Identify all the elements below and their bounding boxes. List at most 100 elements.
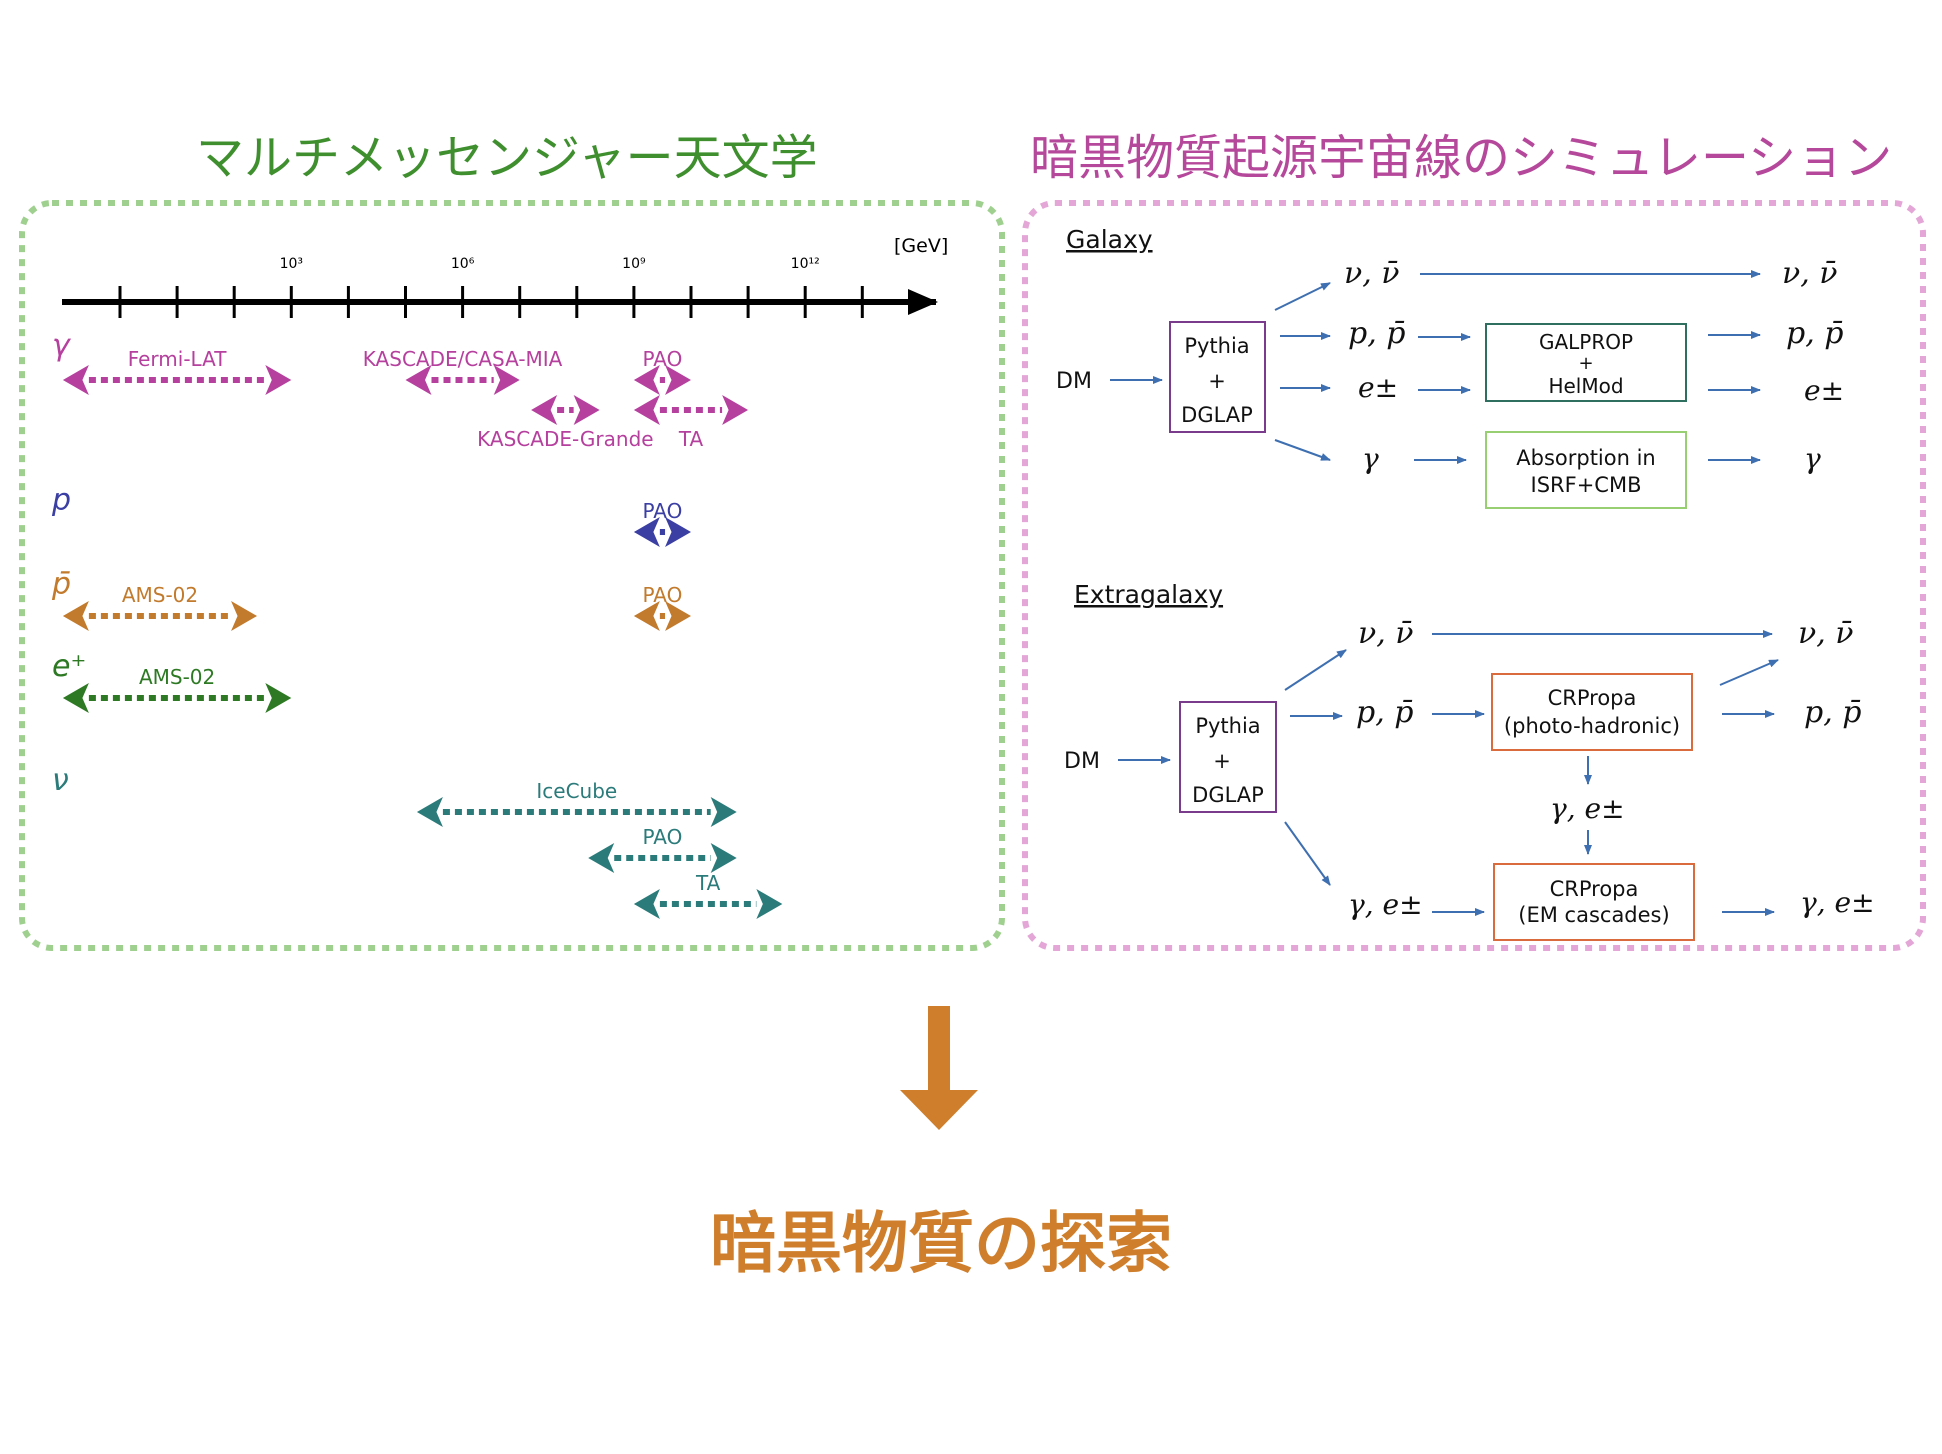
galaxy-arrow-to-nu (1274, 282, 1331, 311)
experiment-arrowhead-left (633, 517, 660, 547)
experiment-arrowhead-left (633, 365, 660, 395)
experiment-arrowhead-right (231, 601, 258, 631)
galaxy-heading: Galaxy (1066, 225, 1153, 254)
experiment-range: PAO (633, 347, 691, 395)
extragalaxy-nu-label: ν, ν̄ (1358, 616, 1414, 651)
galaxy-gamma-label: γ (1362, 442, 1379, 475)
extragalaxy-pythia-box (1179, 701, 1277, 813)
experiment-range: IceCube (416, 779, 737, 827)
galaxy-out-e-label: e± (1804, 374, 1844, 407)
experiment-label: KASCADE-Grande (477, 427, 653, 451)
experiment-label: AMS-02 (139, 665, 215, 689)
particle-symbol-positron: e⁺ (52, 649, 86, 684)
galaxy-out-gamma-label: γ (1804, 442, 1821, 475)
crpropa-em-line2: (EM cascades) (1518, 903, 1669, 927)
experiment-range: AMS-02 (62, 665, 292, 713)
experiment-range: AMS-02 (62, 583, 258, 631)
extragalaxy-diagram: Extragalaxy DM Pythia + DGLAP ν, ν̄ p, p… (1064, 580, 1875, 941)
particle-symbol-neutrino: ν (52, 763, 69, 798)
crpropa-photohadronic-line2: (photo-hadronic) (1504, 714, 1680, 738)
experiment-arrowhead-right (573, 395, 600, 425)
experiment-label: KASCADE/CASA-MIA (363, 347, 563, 371)
extragalaxy-out-nu-label: ν, ν̄ (1798, 616, 1854, 651)
galaxy-out-nu-label: ν, ν̄ (1782, 256, 1838, 291)
extragalaxy-p-label: p, p̄ (1356, 695, 1413, 730)
galaxy-nu-label: ν, ν̄ (1344, 256, 1400, 291)
experiment-arrowhead-right (710, 843, 737, 873)
experiment-arrowhead-right (665, 517, 691, 547)
experiment-arrowhead-right (493, 365, 520, 395)
experiment-arrowhead-right (265, 683, 292, 713)
absorption-box (1485, 431, 1687, 509)
extragalaxy-arrow-to-nu (1284, 649, 1347, 691)
axis-tick-label: 10⁶ (451, 256, 475, 272)
experiment-arrowhead-left (588, 843, 615, 873)
galaxy-dm-label: DM (1056, 369, 1092, 394)
axis-unit-label: [GeV] (894, 235, 948, 257)
experiment-range: PAO (633, 499, 691, 547)
experiment-range: TA (633, 395, 749, 451)
experiment-arrowhead-left (416, 797, 443, 827)
experiment-arrowhead-left (633, 889, 660, 919)
left-panel-border (19, 200, 1005, 951)
crpropa-photohadronic-line1: CRPropa (1548, 686, 1637, 710)
experiment-label: TA (678, 427, 704, 451)
extragalaxy-heading: Extragalaxy (1074, 580, 1223, 609)
experiment-label: AMS-02 (122, 583, 198, 607)
experiment-range: PAO (588, 825, 737, 873)
extragalaxy-out-gamma-e-label: γ, e± (1800, 886, 1875, 919)
particle-labels: γpp̄e⁺ν (51, 328, 86, 798)
crpropa-photohadronic-box (1491, 673, 1693, 751)
experiment-label: PAO (643, 825, 683, 849)
extragalaxy-gamma-e-label: γ, e± (1348, 888, 1423, 921)
extragalaxy-pythia-line1: Pythia (1195, 714, 1260, 738)
absorption-line1: Absorption in (1516, 446, 1656, 470)
experiment-arrowhead-left (633, 601, 660, 631)
left-title: マルチメッセンジャー天文学 (196, 130, 818, 186)
experiment-range: TA (633, 871, 783, 919)
extragalaxy-dm-label: DM (1064, 749, 1100, 774)
galaxy-pythia-line1: Pythia (1184, 334, 1249, 358)
experiment-arrowhead-left (62, 365, 89, 395)
extragalaxy-pythia-line2: + (1213, 749, 1231, 773)
experiment-range: KASCADE-Grande (477, 395, 654, 451)
experiment-label: PAO (643, 583, 683, 607)
experiment-arrowhead-right (665, 601, 691, 631)
experiment-arrowhead-left (633, 395, 660, 425)
right-title: 暗黒物質起源宇宙線のシミュレーション (1030, 130, 1893, 186)
experiment-label: TA (695, 871, 721, 895)
experiment-range: PAO (633, 583, 691, 631)
experiment-label: PAO (643, 347, 683, 371)
experiment-arrowhead-left (62, 601, 89, 631)
big-down-arrow (900, 1006, 978, 1130)
galprop-line1: GALPROP (1539, 330, 1633, 354)
experiment-arrowhead-right (756, 889, 783, 919)
experiment-arrowhead-right (722, 395, 749, 425)
particle-symbol-gamma: γ (52, 328, 72, 363)
axis-tick-label: 10¹² (791, 256, 820, 272)
axis-tick-label: 10³ (280, 256, 303, 272)
extragalaxy-out-p-label: p, p̄ (1804, 695, 1861, 730)
galprop-line3: HelMod (1548, 374, 1623, 398)
experiment-label: PAO (643, 499, 683, 523)
right-panel-border (1022, 200, 1926, 951)
galaxy-pythia-box (1169, 321, 1266, 433)
experiment-arrowhead-left (62, 683, 89, 713)
galaxy-arrow-to-gamma (1274, 439, 1331, 461)
experiment-range: Fermi-LAT (62, 347, 292, 395)
galaxy-p-label: p, p̄ (1348, 316, 1405, 351)
experiment-range: KASCADE/CASA-MIA (363, 347, 563, 395)
experiment-arrowhead-left (531, 395, 558, 425)
bottom-title: 暗黒物質の探索 (710, 1205, 1172, 1282)
crpropa-out-nu-arrow (1719, 659, 1779, 686)
galaxy-pythia-line2: + (1208, 369, 1226, 393)
cascade-gamma-e-label: γ, e± (1550, 792, 1625, 825)
crpropa-em-cascades-box (1493, 863, 1695, 941)
galaxy-diagram: Galaxy DM Pythia + DGLAP ν, ν̄ p, p̄ e± … (1056, 225, 1844, 509)
galaxy-out-p-label: p, p̄ (1786, 316, 1843, 351)
experiment-arrowhead-right (665, 365, 691, 395)
